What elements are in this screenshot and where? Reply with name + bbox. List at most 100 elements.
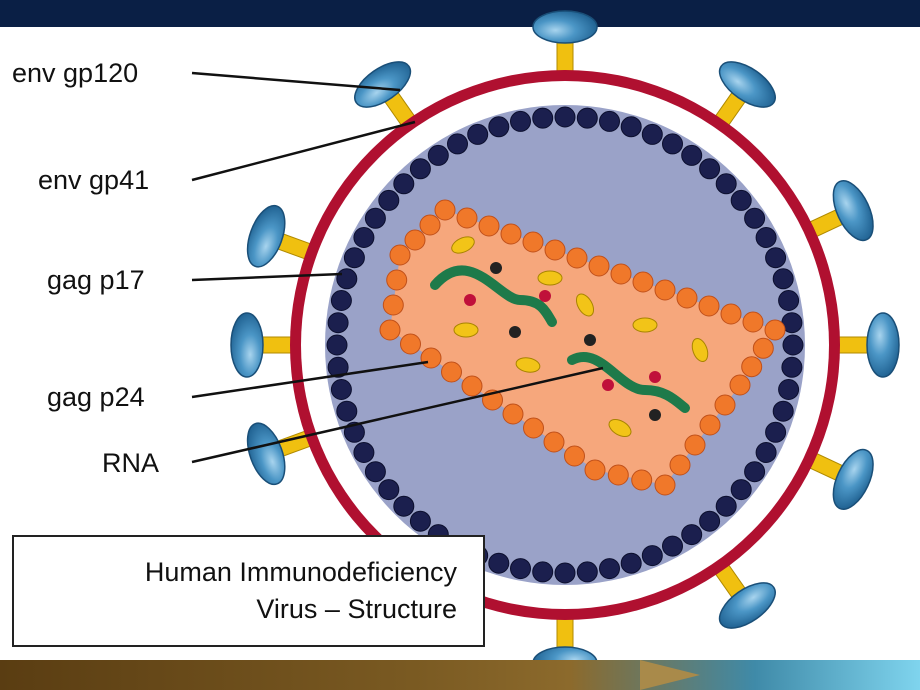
- footer-chevron: [640, 660, 700, 690]
- capsid-bead: [631, 469, 653, 491]
- capsid-bead: [434, 199, 456, 221]
- capsid-bead: [389, 244, 411, 266]
- capsid-bead: [741, 356, 763, 378]
- matrix-bead: [765, 247, 787, 269]
- capsid-bead: [564, 445, 585, 467]
- matrix-bead: [730, 189, 752, 211]
- matrix-bead: [330, 290, 352, 311]
- capsid-bead: [522, 231, 544, 253]
- matrix-bead: [599, 110, 620, 132]
- capsid-bead: [742, 311, 764, 333]
- capsid-bead: [607, 464, 629, 486]
- matrix-bead: [364, 207, 386, 229]
- leader-rna: [191, 366, 604, 464]
- matrix-bead: [532, 107, 554, 129]
- capsid-bead: [404, 229, 426, 251]
- capsid-bead: [420, 347, 442, 369]
- matrix-bead: [554, 106, 576, 128]
- enzyme-oval: [537, 270, 563, 286]
- matrix-bead: [327, 312, 349, 334]
- matrix-bead: [641, 545, 663, 567]
- rna-protein-dot: [649, 409, 661, 421]
- matrix-bead: [336, 400, 358, 422]
- matrix-bead: [744, 207, 766, 229]
- capsid-bead: [500, 223, 522, 245]
- matrix-bead: [336, 268, 358, 290]
- matrix-bead: [681, 524, 703, 546]
- label-rna: RNA: [102, 448, 159, 478]
- spike-cap-icon: [354, 61, 412, 108]
- rna-protein-dot: [602, 379, 614, 391]
- matrix-bead: [782, 334, 804, 356]
- matrix-bead: [778, 290, 800, 311]
- capsid-bead: [676, 287, 698, 309]
- capsid-bead: [386, 269, 408, 291]
- matrix-bead: [409, 158, 431, 180]
- enzyme-oval: [453, 322, 479, 338]
- matrix-bead: [699, 158, 721, 180]
- capsid-bead: [588, 255, 610, 277]
- capsid-bead: [441, 361, 462, 383]
- rna-protein-dot: [539, 290, 551, 302]
- rna-strand-1: [430, 265, 557, 327]
- matrix-bead: [699, 510, 721, 532]
- capsid-bead: [714, 394, 736, 416]
- spike-cap-icon: [246, 204, 286, 268]
- label-gag-p17: gag p17: [47, 265, 145, 295]
- matrix-bead: [488, 552, 510, 574]
- capsid-bead: [543, 431, 565, 453]
- rna-protein-dot: [649, 371, 661, 383]
- enzyme-oval: [515, 357, 541, 373]
- matrix-bead: [353, 227, 375, 248]
- matrix-bead: [343, 247, 365, 269]
- capsid-protein-beads: [379, 199, 786, 496]
- capsid-bead: [654, 279, 676, 301]
- spike-cap-icon: [866, 312, 900, 378]
- matrix-bead: [681, 144, 703, 166]
- footer-bar: [0, 660, 920, 690]
- matrix-bead: [755, 442, 777, 463]
- capsid-bead: [544, 239, 566, 261]
- capsid-bead: [419, 214, 441, 236]
- rna-strand-2: [567, 352, 690, 413]
- matrix-bead: [730, 479, 752, 501]
- matrix-bead: [409, 510, 431, 532]
- capsid-bead: [764, 319, 786, 341]
- capsid-bead: [523, 417, 544, 439]
- capsid-bead: [382, 294, 404, 316]
- enzyme-oval: [608, 418, 632, 438]
- enzyme-molecules: [451, 236, 709, 438]
- spike-cap-icon: [832, 180, 874, 242]
- matrix-bead: [715, 173, 737, 195]
- matrix-bead: [532, 561, 554, 583]
- leader-gag-p17: [191, 272, 343, 282]
- matrix-bead: [393, 495, 415, 517]
- leader-env-gp120: [191, 71, 401, 92]
- matrix-bead: [576, 107, 598, 129]
- capsid-bead: [584, 459, 606, 481]
- label-env-gp120: env gp120: [12, 58, 138, 88]
- matrix-bead: [330, 379, 352, 400]
- capsid-bead: [566, 247, 588, 269]
- capsid-bead: [502, 403, 524, 425]
- matrix-bead: [353, 442, 375, 463]
- matrix-bead: [467, 123, 489, 145]
- enzyme-oval: [451, 236, 475, 254]
- capsid-bead: [400, 333, 421, 355]
- matrix-bead: [510, 558, 531, 580]
- caption-line-1: Human Immunodeficiency: [144, 557, 457, 587]
- matrix-bead: [393, 173, 415, 195]
- spike-cap-icon: [832, 448, 874, 510]
- spike-cap-icon: [718, 61, 776, 108]
- spike-cap-icon: [230, 312, 264, 378]
- capsid-bead: [720, 303, 742, 325]
- matrix-bead: [427, 144, 449, 166]
- matrix-bead: [765, 421, 787, 443]
- capsid-bead: [698, 295, 720, 317]
- matrix-bead: [662, 535, 683, 557]
- matrix-bead: [327, 356, 349, 378]
- matrix-bead: [378, 479, 400, 501]
- capsid-bead: [684, 434, 706, 456]
- leader-gag-p24: [191, 360, 429, 399]
